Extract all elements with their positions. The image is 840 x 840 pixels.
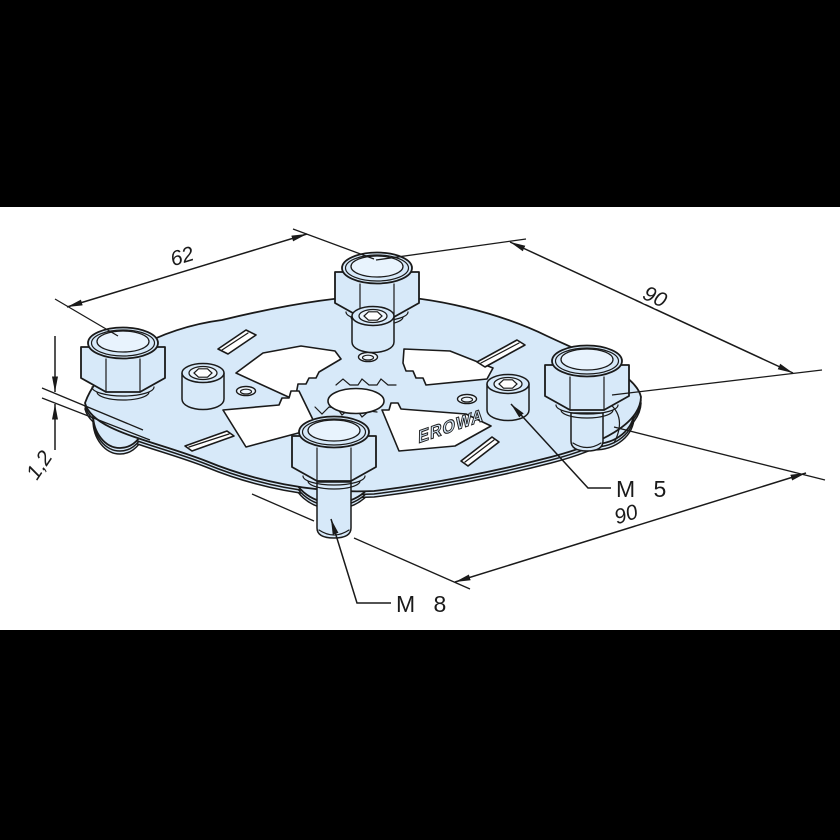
socket-boss-north bbox=[351, 305, 395, 354]
center-hole bbox=[327, 387, 385, 415]
socket-boss-east bbox=[486, 373, 530, 422]
hex-nut-west bbox=[80, 326, 166, 401]
letterbox-top bbox=[0, 0, 840, 207]
letterbox-bottom bbox=[0, 630, 840, 840]
stud-m8-east bbox=[570, 412, 604, 452]
callout-m5: M 5 bbox=[510, 403, 672, 502]
hex-socket bbox=[498, 379, 518, 389]
slot-sw bbox=[184, 430, 235, 452]
hex-nut-south bbox=[291, 415, 377, 539]
cutout-wedge-sw bbox=[222, 390, 318, 448]
countersink-hole bbox=[235, 385, 257, 397]
stud-m8-south bbox=[316, 481, 352, 539]
callout-m8: M 8 bbox=[330, 518, 452, 617]
slot-nw bbox=[217, 329, 257, 355]
socket-boss-west bbox=[181, 362, 225, 411]
cutout-wedge-se bbox=[381, 402, 492, 452]
hex-socket bbox=[193, 368, 213, 378]
countersink-hole bbox=[456, 393, 478, 405]
serration-top bbox=[335, 378, 397, 386]
slot-se bbox=[460, 436, 500, 467]
label-m5: M 5 bbox=[616, 476, 672, 502]
hex-socket bbox=[363, 311, 383, 321]
countersink-hole bbox=[357, 351, 379, 363]
label-m8: M 8 bbox=[396, 591, 452, 617]
hex-nut-north bbox=[334, 251, 420, 326]
cutout-wedge-nw bbox=[235, 345, 342, 401]
clamping-plate: EROWA bbox=[84, 295, 642, 510]
